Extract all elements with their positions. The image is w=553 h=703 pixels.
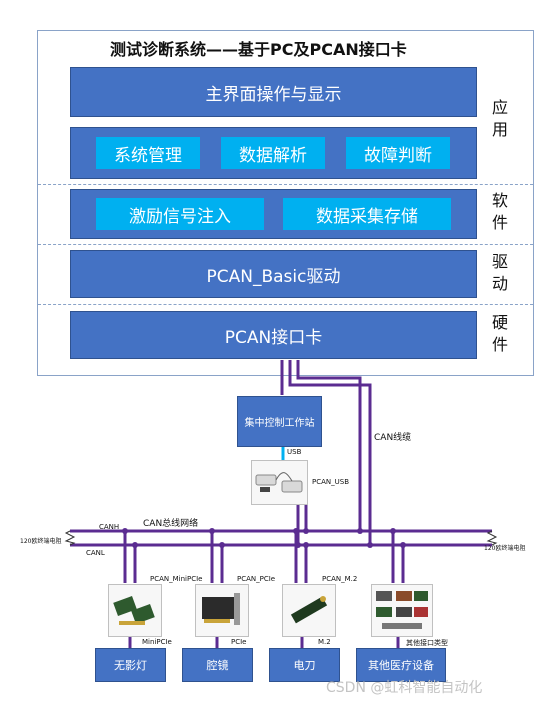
device-label: 其他医疗设备 bbox=[368, 659, 434, 672]
other-interfaces-icon bbox=[376, 591, 428, 629]
interface-card-layer: PCAN接口卡 bbox=[70, 311, 477, 359]
module-label: 故障判断 bbox=[364, 145, 432, 166]
device-label: 无影灯 bbox=[114, 659, 147, 672]
main-display-label: 主界面操作与显示 bbox=[205, 84, 342, 105]
side-label-hardware: 硬 件 bbox=[490, 312, 510, 356]
divider-app-software bbox=[38, 184, 533, 185]
side-char: 应 bbox=[491, 98, 508, 117]
adapter-photo-pcie bbox=[195, 584, 249, 637]
main-display-layer: 主界面操作与显示 bbox=[70, 67, 477, 117]
watermark: CSDN @虹科智能自动化 bbox=[326, 680, 483, 696]
module-fault-diagnosis: 故障判断 bbox=[346, 137, 450, 169]
device-endoscope: 腔镜 bbox=[182, 648, 253, 682]
pcan-usb-device-icon bbox=[255, 472, 303, 493]
adapter-bottom-label-other: 其他接口类型 bbox=[406, 639, 448, 647]
diagram-title: 测试诊断系统——基于PC及PCAN接口卡 bbox=[110, 40, 407, 59]
side-char: 动 bbox=[491, 274, 508, 293]
pcan-usb-label: PCAN_USB bbox=[312, 478, 350, 486]
adapter-bottom-label-m2: M.2 bbox=[318, 638, 331, 646]
can-cable-right-2 bbox=[296, 360, 362, 530]
side-label-application: 应 用 bbox=[490, 97, 510, 141]
device-shadowless-lamp: 无影灯 bbox=[95, 648, 166, 682]
terminator-left-label: 120欧终端电阻 bbox=[20, 538, 62, 545]
module-label: 数据采集存储 bbox=[316, 206, 418, 227]
canh-label: CANH bbox=[99, 523, 120, 531]
adapter-top-label-m2: PCAN_M.2 bbox=[322, 575, 358, 583]
m2-card-icon bbox=[290, 596, 328, 624]
device-label: 腔镜 bbox=[206, 659, 229, 672]
side-label-driver: 驱 动 bbox=[490, 251, 510, 295]
module-data-parsing: 数据解析 bbox=[221, 137, 325, 169]
workstation-label: 集中控制工作站 bbox=[244, 418, 315, 429]
module-system-management: 系统管理 bbox=[96, 137, 200, 169]
divider-driver-hardware bbox=[38, 304, 533, 305]
pcie-card-icon bbox=[202, 593, 240, 625]
side-char: 件 bbox=[491, 335, 508, 354]
module-label: 系统管理 bbox=[114, 145, 182, 166]
adapter-bottom-label-minipcie: MiniPCIe bbox=[142, 638, 172, 646]
terminator-left-icon bbox=[64, 530, 76, 546]
module-label: 数据解析 bbox=[239, 145, 307, 166]
workstation-box: 集中控制工作站 bbox=[237, 396, 322, 447]
device-label: 电刀 bbox=[293, 659, 316, 672]
side-char: 件 bbox=[491, 213, 508, 232]
side-char: 驱 bbox=[491, 252, 508, 271]
device-electrosurgical-knife: 电刀 bbox=[269, 648, 340, 682]
adapter-bottom-label-pcie: PCIe bbox=[231, 638, 247, 646]
driver-layer: PCAN_Basic驱动 bbox=[70, 250, 477, 298]
module-stimulus-injection: 激励信号注入 bbox=[96, 198, 264, 230]
adapter-photo-m2 bbox=[282, 584, 336, 637]
device-other-medical: 其他医疗设备 bbox=[356, 648, 446, 682]
can-bus-label: CAN总线网络 bbox=[143, 519, 199, 529]
interface-card-label: PCAN接口卡 bbox=[224, 327, 323, 348]
side-char: 软 bbox=[491, 191, 508, 210]
terminator-right-icon bbox=[486, 530, 498, 546]
can-cable-right bbox=[288, 360, 372, 545]
canl-label: CANL bbox=[86, 549, 105, 557]
side-char: 用 bbox=[491, 120, 508, 139]
usb-label: USB bbox=[287, 448, 302, 456]
module-data-acquisition: 数据采集存储 bbox=[283, 198, 451, 230]
minipcie-card-icon bbox=[113, 596, 155, 625]
adapter-photo-minipcie bbox=[108, 584, 162, 637]
driver-label: PCAN_Basic驱动 bbox=[206, 266, 341, 287]
can-cable-label: CAN线缆 bbox=[374, 433, 412, 443]
adapter-top-label-minipcie: PCAN_MiniPCIe bbox=[150, 575, 203, 583]
terminator-right-label: 120欧终端电阻 bbox=[484, 545, 526, 552]
module-label: 激励信号注入 bbox=[129, 206, 231, 227]
pcan-usb-photo bbox=[251, 460, 308, 505]
side-label-software: 软 件 bbox=[490, 190, 510, 234]
adapter-photo-other bbox=[371, 584, 433, 637]
adapter-top-label-pcie: PCAN_PCIe bbox=[237, 575, 276, 583]
divider-software-driver bbox=[38, 244, 533, 245]
side-char: 硬 bbox=[491, 313, 508, 332]
